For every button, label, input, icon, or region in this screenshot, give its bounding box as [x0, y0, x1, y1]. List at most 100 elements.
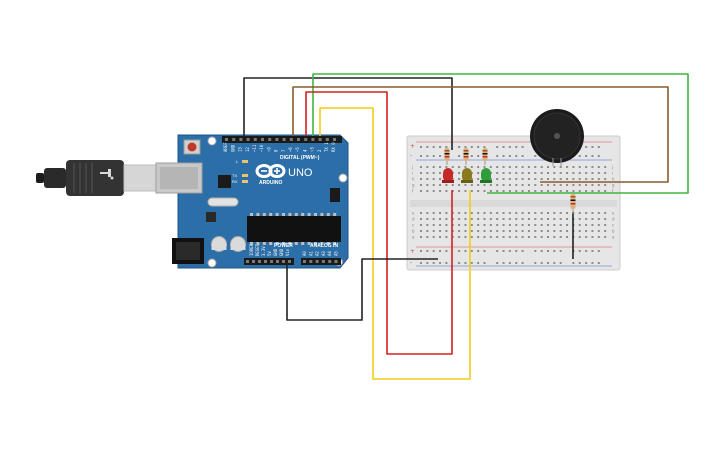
wire-black-bottom[interactable] — [286, 258, 438, 321]
strip-hole[interactable] — [540, 190, 543, 192]
rail-hole[interactable] — [540, 262, 543, 264]
power-pin[interactable] — [264, 260, 267, 263]
header-pin-1[interactable] — [232, 138, 236, 141]
strip-hole[interactable] — [483, 236, 486, 238]
rail-hole[interactable] — [578, 262, 581, 264]
strip-hole[interactable] — [553, 212, 556, 214]
strip-hole[interactable] — [502, 184, 505, 186]
strip-hole[interactable] — [553, 230, 556, 232]
strip-hole[interactable] — [527, 166, 530, 168]
rail-hole[interactable] — [502, 250, 505, 252]
strip-hole[interactable] — [502, 166, 505, 168]
strip-hole[interactable] — [458, 172, 461, 174]
strip-hole[interactable] — [553, 224, 556, 226]
rail-hole[interactable] — [439, 250, 442, 252]
strip-hole[interactable] — [553, 166, 556, 168]
strip-hole[interactable] — [470, 178, 473, 180]
strip-hole[interactable] — [578, 218, 581, 220]
strip-hole[interactable] — [445, 224, 448, 226]
header-pin-2[interactable] — [239, 138, 243, 141]
green-led[interactable] — [480, 168, 492, 183]
wire-black-gnd[interactable] — [243, 77, 453, 150]
resistor-red-led[interactable] — [444, 146, 450, 165]
strip-hole[interactable] — [591, 224, 594, 226]
strip-hole[interactable] — [604, 178, 607, 180]
strip-hole[interactable] — [566, 172, 569, 174]
strip-hole[interactable] — [508, 230, 511, 232]
wire-red[interactable] — [305, 91, 453, 355]
rail-hole[interactable] — [477, 146, 480, 148]
header-pin-3[interactable] — [246, 138, 250, 141]
rail-hole[interactable] — [458, 155, 461, 157]
strip-hole[interactable] — [534, 178, 537, 180]
strip-hole[interactable] — [553, 218, 556, 220]
strip-hole[interactable] — [527, 218, 530, 220]
strip-hole[interactable] — [534, 212, 537, 214]
rail-hole[interactable] — [445, 250, 448, 252]
rail-hole[interactable] — [534, 262, 537, 264]
strip-hole[interactable] — [540, 172, 543, 174]
strip-hole[interactable] — [451, 184, 454, 186]
rail-hole[interactable] — [477, 155, 480, 157]
strip-hole[interactable] — [420, 218, 422, 220]
strip-hole[interactable] — [420, 212, 422, 214]
strip-hole[interactable] — [591, 190, 594, 192]
strip-hole[interactable] — [508, 224, 511, 226]
strip-hole[interactable] — [515, 218, 518, 220]
strip-hole[interactable] — [489, 218, 492, 220]
strip-hole[interactable] — [515, 224, 518, 226]
strip-hole[interactable] — [547, 236, 549, 238]
rail-hole[interactable] — [547, 262, 549, 264]
strip-hole[interactable] — [572, 184, 575, 186]
strip-hole[interactable] — [508, 166, 511, 168]
strip-hole[interactable] — [458, 178, 461, 180]
strip-hole[interactable] — [604, 236, 607, 238]
strip-hole[interactable] — [585, 236, 588, 238]
resistor-yellow-led[interactable] — [463, 146, 469, 165]
strip-hole[interactable] — [432, 184, 435, 186]
strip-hole[interactable] — [489, 212, 492, 214]
strip-hole[interactable] — [597, 224, 600, 226]
red-led[interactable] — [442, 168, 454, 183]
strip-hole[interactable] — [559, 236, 562, 238]
strip-hole[interactable] — [439, 184, 442, 186]
strip-hole[interactable] — [578, 230, 581, 232]
strip-hole[interactable] — [426, 224, 429, 226]
strip-hole[interactable] — [572, 172, 575, 174]
strip-hole[interactable] — [527, 178, 530, 180]
strip-hole[interactable] — [521, 236, 524, 238]
rail-hole[interactable] — [547, 250, 549, 252]
power-pin[interactable] — [246, 260, 249, 263]
strip-hole[interactable] — [540, 178, 543, 180]
strip-hole[interactable] — [585, 218, 588, 220]
strip-hole[interactable] — [553, 178, 556, 180]
rail-hole[interactable] — [591, 250, 594, 252]
strip-hole[interactable] — [483, 230, 486, 232]
strip-hole[interactable] — [439, 224, 442, 226]
rail-hole[interactable] — [515, 155, 518, 157]
strip-hole[interactable] — [445, 190, 448, 192]
rail-hole[interactable] — [432, 250, 435, 252]
rail-hole[interactable] — [553, 262, 556, 264]
resistor-green-led[interactable] — [482, 146, 488, 165]
strip-hole[interactable] — [496, 230, 499, 232]
strip-hole[interactable] — [527, 172, 530, 174]
strip-hole[interactable] — [534, 218, 537, 220]
strip-hole[interactable] — [508, 218, 511, 220]
strip-hole[interactable] — [515, 212, 518, 214]
strip-hole[interactable] — [578, 212, 581, 214]
strip-hole[interactable] — [502, 236, 505, 238]
strip-hole[interactable] — [432, 190, 435, 192]
rail-hole[interactable] — [553, 250, 556, 252]
strip-hole[interactable] — [496, 224, 499, 226]
strip-hole[interactable] — [439, 172, 442, 174]
strip-hole[interactable] — [426, 172, 429, 174]
strip-hole[interactable] — [559, 230, 562, 232]
rail-hole[interactable] — [515, 146, 518, 148]
strip-hole[interactable] — [445, 230, 448, 232]
rail-hole[interactable] — [521, 155, 524, 157]
rail-hole[interactable] — [420, 155, 422, 157]
strip-hole[interactable] — [508, 172, 511, 174]
strip-hole[interactable] — [515, 166, 518, 168]
